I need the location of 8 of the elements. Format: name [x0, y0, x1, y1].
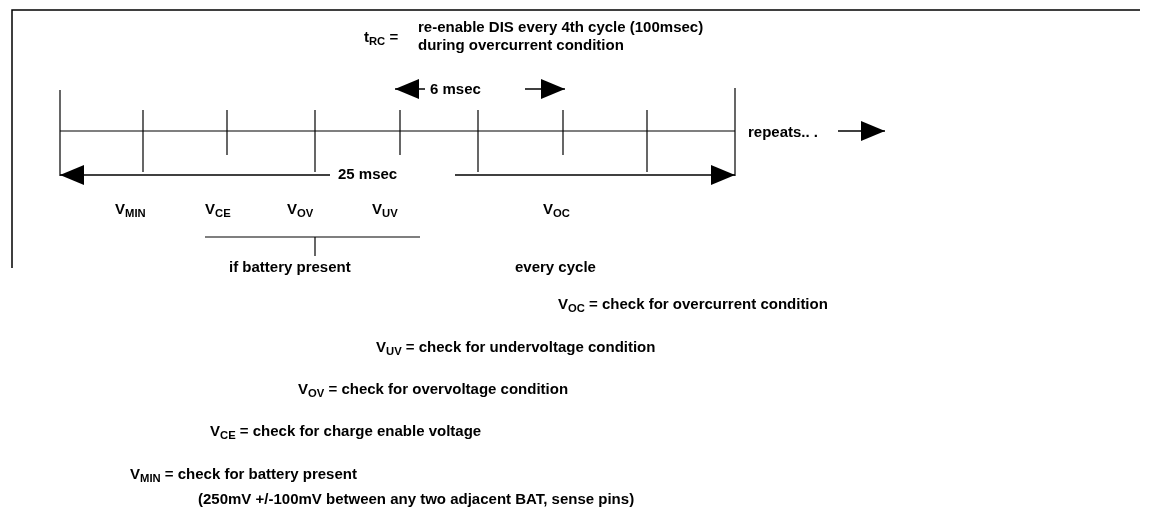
note-text: V$_{OC}$ = check for overcurrent condition	[558, 295, 828, 313]
note-text: (250mV +/-100mV between any two adjacent BAT, sense pins)	[198, 490, 635, 508]
note-text: V$_{OV}$ = check for overvoltage condition	[298, 380, 569, 398]
note-text: V$_{CE}$ = check for charge enable voltage	[210, 422, 482, 440]
note-text: V$_{MIN}$ = check for battery present	[130, 465, 357, 483]
note-text: every cycle	[515, 258, 596, 276]
note-text: V$_{UV}$ = check for undervoltage condition	[376, 338, 656, 356]
note-text: if battery present	[229, 258, 351, 276]
